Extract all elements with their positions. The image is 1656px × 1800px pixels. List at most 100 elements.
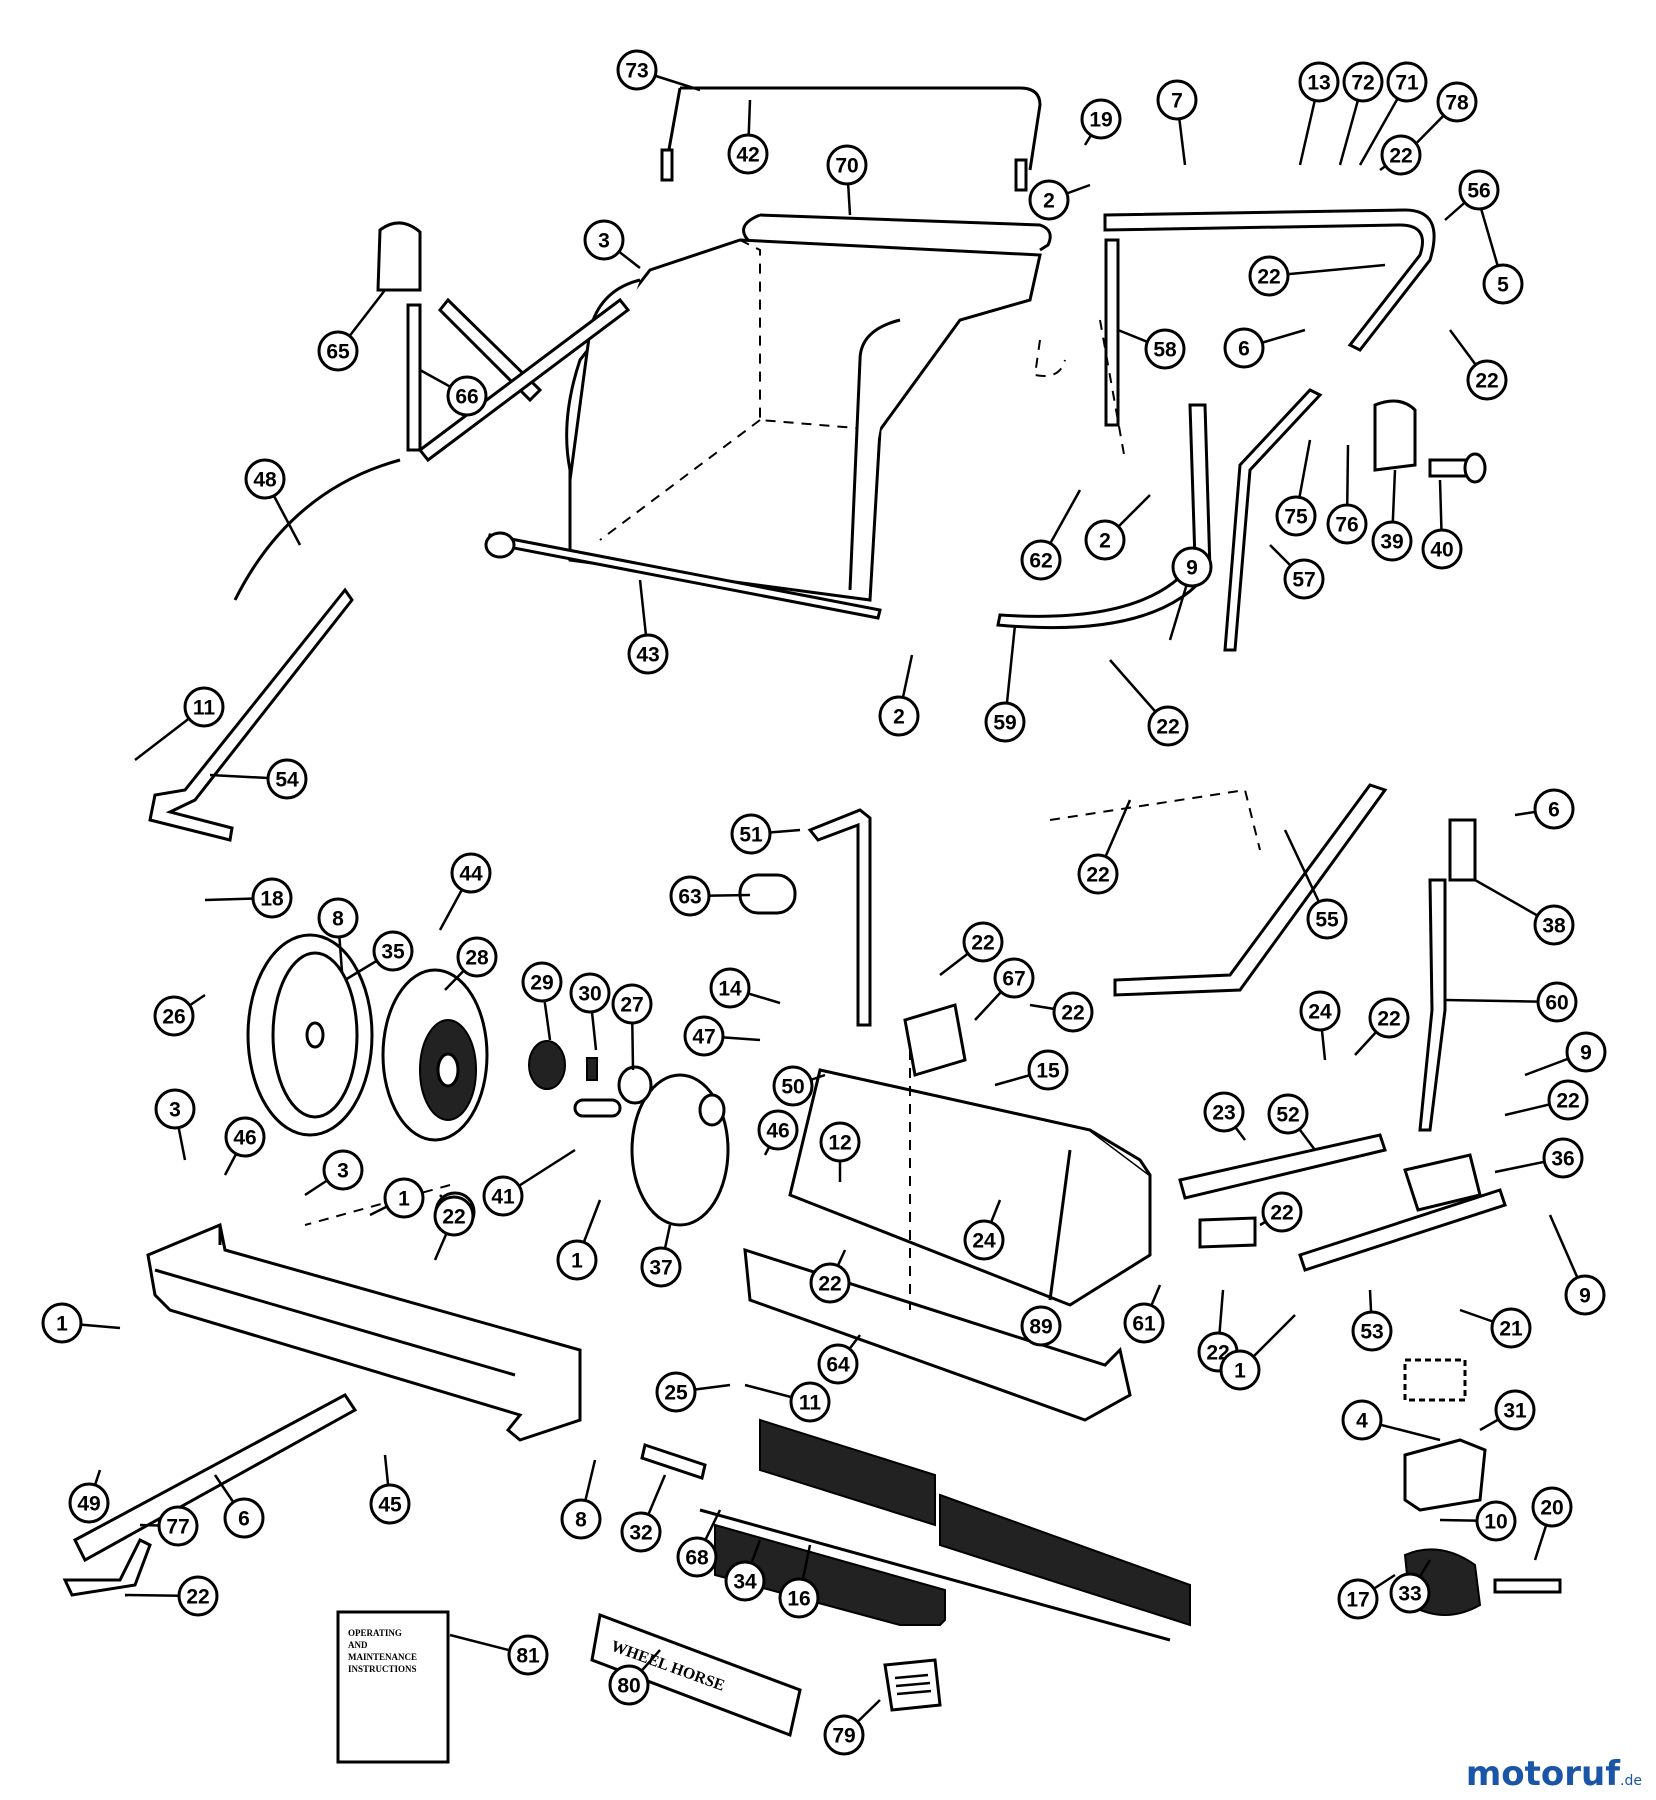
callout-number: 8 — [575, 1509, 587, 1532]
callout-circle — [1342, 61, 1384, 103]
callout-number: 36 — [1551, 1148, 1574, 1171]
callout-22: 22 — [1261, 1191, 1303, 1233]
callout-number: 6 — [238, 1508, 250, 1531]
callout-circle — [1027, 1049, 1069, 1091]
callout-22: 22 — [177, 1575, 219, 1617]
callout-number: 22 — [1061, 1002, 1084, 1025]
callout-number: 59 — [993, 712, 1016, 735]
callout-circle — [1020, 1305, 1062, 1347]
callout-circle — [963, 1219, 1005, 1261]
callout-circle — [177, 1575, 219, 1617]
callout-circle — [1299, 990, 1341, 1032]
callout-52: 52 — [1267, 1093, 1309, 1135]
callout-circle — [556, 1239, 598, 1281]
callout-number: 22 — [1389, 145, 1412, 168]
callout-48: 48 — [244, 458, 286, 500]
callout-18: 18 — [251, 877, 293, 919]
callout-circle — [1436, 81, 1478, 123]
decal-part-80 — [590, 1612, 802, 1738]
callout-circle — [1458, 169, 1500, 211]
callout-80: 80 — [608, 1664, 650, 1706]
callout-circle — [446, 375, 488, 417]
callout-number: 11 — [193, 697, 216, 720]
callout-number: 45 — [378, 1494, 402, 1517]
callout-number: 44 — [459, 863, 483, 886]
callout-circle — [1533, 788, 1575, 830]
callout-number: 32 — [629, 1522, 652, 1545]
callout-number: 43 — [636, 644, 659, 667]
parts-artwork — [62, 86, 1562, 1764]
callout-number: 22 — [1257, 266, 1280, 289]
callout-73: 73 — [616, 49, 658, 91]
callout-8: 8 — [317, 897, 359, 939]
callout-number: 72 — [1351, 72, 1374, 95]
callout-number: 7 — [1171, 90, 1183, 113]
callout-circle — [1475, 1500, 1517, 1542]
callout-number: 20 — [1540, 1497, 1563, 1520]
callout-circle — [224, 1116, 266, 1158]
callout-number: 34 — [733, 1571, 757, 1594]
callout-number: 42 — [736, 144, 759, 167]
watermark: motoruf.de — [1466, 1754, 1642, 1794]
callout-number: 71 — [1395, 72, 1419, 95]
callout-5: 5 — [1482, 263, 1524, 305]
callout-number: 13 — [1307, 72, 1330, 95]
callout-59: 59 — [984, 701, 1026, 743]
callout-circle — [1533, 904, 1575, 946]
callout-number: 4 — [1356, 1410, 1368, 1433]
callout-number: 70 — [835, 155, 858, 178]
callout-circle — [823, 1714, 865, 1756]
callout-circle — [1267, 1093, 1309, 1135]
callout-number: 24 — [1308, 1001, 1332, 1024]
callout-number: 18 — [260, 888, 284, 911]
callout-number: 46 — [766, 1120, 789, 1143]
callout-number: 37 — [649, 1257, 672, 1280]
grass-bag-part — [565, 238, 1042, 602]
callout-14: 14 — [709, 967, 751, 1009]
callout-circle — [809, 1262, 851, 1304]
callout-circle — [724, 1560, 766, 1602]
callout-circle — [1147, 705, 1189, 747]
callout-number: 48 — [253, 469, 277, 492]
callout-number: 2 — [1099, 530, 1111, 553]
callout-circle — [640, 1246, 682, 1288]
callout-70: 70 — [826, 144, 868, 186]
callout-number: 58 — [1153, 339, 1177, 362]
callout-circle — [507, 1634, 549, 1676]
callout-number: 31 — [1503, 1400, 1527, 1423]
callout-circle — [1380, 134, 1422, 176]
callout-26: 26 — [153, 995, 195, 1037]
callout-66: 66 — [446, 375, 488, 417]
callout-22: 22 — [962, 921, 1004, 963]
callout-22: 22 — [1547, 1079, 1589, 1121]
callout-number: 9 — [1580, 1042, 1592, 1065]
callout-circle — [68, 1482, 110, 1524]
callout-43: 43 — [627, 633, 669, 675]
callout-46: 46 — [224, 1116, 266, 1158]
callout-circle — [317, 330, 359, 372]
callout-number: 61 — [1132, 1313, 1156, 1336]
callout-circle — [1084, 519, 1126, 561]
callout-circle — [153, 995, 195, 1037]
callout-circle — [1248, 255, 1290, 297]
callout-75: 75 — [1275, 495, 1317, 537]
callout-22: 22 — [809, 1262, 851, 1304]
callout-9: 9 — [1171, 546, 1213, 588]
callout-number: 52 — [1276, 1104, 1299, 1127]
callout-17: 17 — [1337, 1578, 1379, 1620]
callout-22: 22 — [1147, 705, 1189, 747]
callout-circle — [1223, 327, 1265, 369]
callout-6: 6 — [1223, 327, 1265, 369]
callout-63: 63 — [669, 875, 711, 917]
callout-circle — [1203, 1091, 1245, 1133]
callout-62: 62 — [1020, 539, 1062, 581]
callout-number: 22 — [1270, 1202, 1293, 1225]
callout-6: 6 — [223, 1497, 265, 1539]
callout-circle — [611, 983, 653, 1025]
callout-24: 24 — [1299, 990, 1341, 1032]
callout-19: 19 — [1080, 98, 1122, 140]
callout-circle — [317, 897, 359, 939]
callout-number: 1 — [56, 1313, 68, 1336]
callout-circle — [383, 1177, 425, 1219]
